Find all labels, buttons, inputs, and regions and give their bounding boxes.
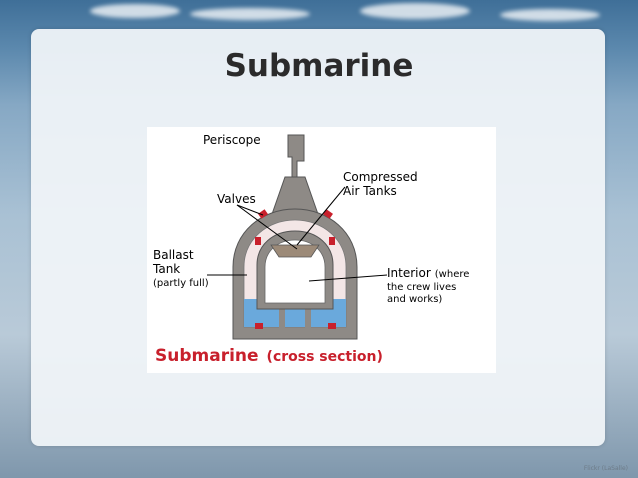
- label-ballast-line2: Tank: [152, 262, 180, 276]
- hull-partition-left: [279, 309, 285, 329]
- cloud: [190, 8, 310, 20]
- cloud: [360, 3, 470, 19]
- diagram-caption: Submarine (cross section): [155, 346, 383, 366]
- label-valves: Valves: [217, 192, 256, 206]
- valve-top-right: [323, 209, 333, 219]
- valve-mid-left: [255, 237, 261, 245]
- label-interior-where: (where: [435, 269, 470, 280]
- valve-mid-right: [329, 237, 335, 245]
- valve-bottom-right: [328, 323, 336, 329]
- image-credit: Flickr (LaSalle): [583, 465, 628, 472]
- label-interior-word: Interior: [387, 266, 431, 280]
- valve-bottom-left: [255, 323, 263, 329]
- valve-top-left: [258, 209, 268, 219]
- leader-valves-1: [236, 204, 264, 216]
- label-ballast-line3: (partly full): [153, 278, 209, 289]
- caption-main: Submarine: [155, 346, 259, 366]
- leader-valves-2: [236, 204, 298, 250]
- label-compressed-air-line1: Compressed: [343, 170, 418, 184]
- label-interior-line1: Interior (where: [387, 266, 469, 280]
- slide-title: Submarine: [224, 48, 414, 84]
- hull-partition-right: [305, 309, 311, 329]
- leader-interior: [308, 274, 388, 282]
- label-periscope: Periscope: [203, 133, 261, 147]
- label-compressed-air-line2: Air Tanks: [343, 184, 397, 198]
- diagram-svg: Periscope Compressed Air Tanks Valves Ba…: [152, 133, 469, 366]
- periscope-shape: [287, 134, 305, 178]
- caption-sub: (cross section): [267, 349, 383, 365]
- cloud: [90, 4, 180, 18]
- leader-compressed-air: [296, 186, 346, 246]
- label-interior-line2: the crew lives: [387, 282, 456, 293]
- label-interior-line3: and works): [387, 294, 442, 305]
- air-tank: [270, 244, 320, 258]
- cloud: [500, 9, 600, 21]
- label-ballast-line1: Ballast: [153, 248, 194, 262]
- submarine-diagram: Periscope Compressed Air Tanks Valves Ba…: [147, 127, 496, 373]
